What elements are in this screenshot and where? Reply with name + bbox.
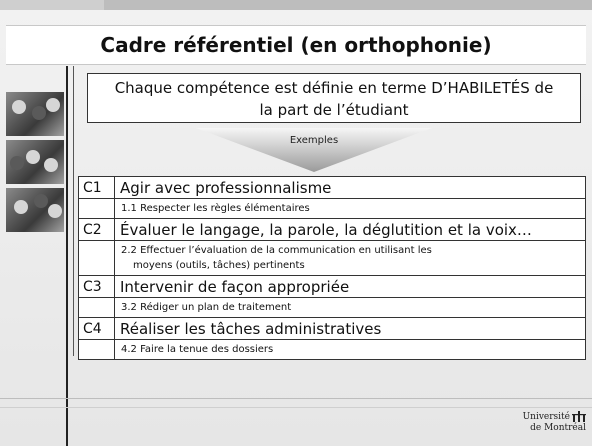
title-band xyxy=(6,25,586,65)
classroom-photo-2 xyxy=(6,140,64,184)
photo-strip xyxy=(6,92,64,232)
habilete-line-2: moyens (outils, tâches) pertinents xyxy=(133,260,305,271)
footer-rule xyxy=(0,398,592,399)
footer-rule-secondary xyxy=(0,407,592,408)
empty-cell xyxy=(78,339,115,360)
left-vertical-rule xyxy=(66,66,68,446)
intro-line-1: Chaque compétence est définie en terme D… xyxy=(114,79,554,97)
slide-title: Cadre référentiel (en orthophonie) xyxy=(100,33,492,57)
competence-code: C4 xyxy=(78,317,115,340)
competence-title: Agir avec professionnalisme xyxy=(114,176,586,199)
competence-row: C1 Agir avec professionnalisme xyxy=(78,176,586,199)
empty-cell xyxy=(78,198,115,219)
competence-code: C1 xyxy=(78,176,115,199)
university-crest-icon xyxy=(572,411,586,422)
competence-title: Réaliser les tâches administratives xyxy=(114,317,586,340)
left-vertical-rule-thin xyxy=(73,66,74,356)
intro-box: Chaque compétence est définie en terme D… xyxy=(87,73,581,123)
competence-title: Évaluer le langage, la parole, la déglut… xyxy=(114,218,586,241)
habilete-row: 1.1 Respecter les règles élémentaires xyxy=(78,198,586,219)
university-logo: Université de Montréal xyxy=(496,411,586,442)
logo-line-1: Université xyxy=(522,412,570,422)
habilete-text: 3.2 Rédiger un plan de traitement xyxy=(114,297,586,318)
empty-cell xyxy=(78,297,115,318)
habilete-row: 3.2 Rédiger un plan de traitement xyxy=(78,297,586,318)
habilete-text: 1.1 Respecter les règles élémentaires xyxy=(114,198,586,219)
competence-row: C2 Évaluer le langage, la parole, la dég… xyxy=(78,218,586,241)
competence-code: C2 xyxy=(78,218,115,241)
habilete-row: 2.2 Effectuer l’évaluation de la communi… xyxy=(78,240,586,276)
habilete-line-1: 2.2 Effectuer l’évaluation de la communi… xyxy=(121,245,432,256)
competence-row: C3 Intervenir de façon appropriée xyxy=(78,275,586,298)
empty-cell xyxy=(78,240,115,276)
classroom-photo-3 xyxy=(6,188,64,232)
classroom-photo-1 xyxy=(6,92,64,136)
habilete-row: 4.2 Faire la tenue des dossiers xyxy=(78,339,586,360)
top-accent-bar xyxy=(104,0,592,10)
competence-row: C4 Réaliser les tâches administratives xyxy=(78,317,586,340)
intro-line-2: la part de l’étudiant xyxy=(259,101,409,119)
competence-title: Intervenir de façon appropriée xyxy=(114,275,586,298)
habilete-text: 4.2 Faire la tenue des dossiers xyxy=(114,339,586,360)
down-arrow-icon xyxy=(196,128,432,172)
logo-line-2: de Montréal xyxy=(530,423,586,433)
arrow-label: Exemples xyxy=(289,135,339,146)
competence-code: C3 xyxy=(78,275,115,298)
habilete-text: 2.2 Effectuer l’évaluation de la communi… xyxy=(114,240,586,276)
competence-table: C1 Agir avec professionnalisme 1.1 Respe… xyxy=(78,176,586,360)
